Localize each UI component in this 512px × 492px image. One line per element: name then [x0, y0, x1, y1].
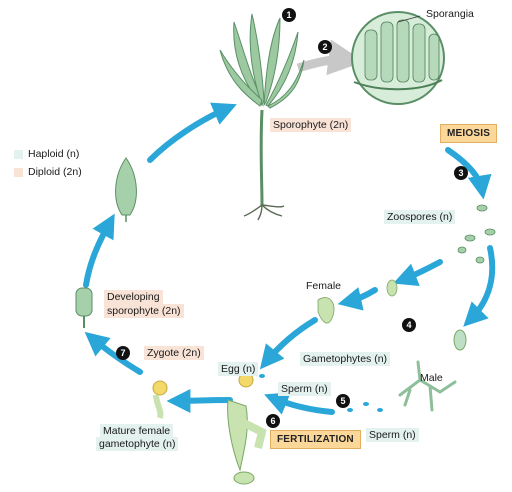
- step-5: 5: [336, 394, 350, 408]
- label-zygote: Zygote (2n): [144, 346, 204, 360]
- female-gametophyte-figure: [317, 279, 398, 324]
- label-sporophyte: Sporophyte (2n): [270, 118, 352, 132]
- label-meiosis: MEIOSIS: [440, 124, 498, 143]
- step-3: 3: [454, 166, 468, 180]
- zygote-figure: [152, 380, 168, 419]
- arrow-female-to-egg: [259, 317, 318, 370]
- label-sporangia: Sporangia: [426, 8, 474, 20]
- arrow-zoospores-down-right: [463, 245, 496, 327]
- sporangia-closeup: [351, 11, 445, 105]
- label-egg: Egg (n): [218, 362, 259, 376]
- step-4: 4: [402, 318, 416, 332]
- label-zoospores: Zoospores (n): [384, 210, 456, 224]
- mature-female-figure: [227, 372, 267, 485]
- step-1: 1: [282, 8, 296, 22]
- developing-sporophyte-figure: [75, 287, 93, 328]
- step-6: 6: [266, 414, 280, 428]
- arrow-zygote-to-developing: [84, 331, 143, 375]
- label-male: Male: [420, 372, 443, 384]
- label-sperm-lower: Sperm (n): [366, 428, 419, 442]
- step-2: 2: [318, 40, 332, 54]
- arrow-female-left: [337, 287, 378, 311]
- arrow-male-to-egg: [264, 392, 335, 415]
- zoospores-figure: [457, 204, 496, 264]
- arrow-zoospores-to-female: [393, 259, 443, 287]
- sperm-figure: [259, 374, 383, 412]
- haploid-swatch: [14, 150, 23, 159]
- label-developing-1: Developing: [104, 290, 163, 304]
- arrow-meiosis-to-zoospores: [445, 147, 492, 200]
- legend-haploid: Haploid (n): [28, 148, 80, 160]
- arrow-egg-to-zygote: [166, 388, 233, 413]
- label-female: Female: [306, 280, 342, 292]
- young-sporophyte: [115, 157, 137, 222]
- male-gametophyte-figure: [398, 329, 467, 412]
- step-7: 7: [116, 346, 130, 360]
- arrow-developing-up: [83, 213, 115, 288]
- arrow-gametophyte-to-sporophyte: [147, 102, 237, 163]
- label-sperm-upper: Sperm (n): [278, 382, 331, 396]
- sporophyte-kelp: [219, 13, 305, 221]
- cycle-arrows: [83, 102, 496, 415]
- diploid-swatch: [14, 168, 23, 177]
- legend-diploid: Diploid (2n): [28, 166, 82, 178]
- arrow-sporophyte-to-sporangia: [296, 39, 365, 76]
- label-developing-2: sporophyte (2n): [104, 304, 184, 318]
- label-mature-female-2: gametophyte (n): [96, 437, 179, 451]
- label-gametophytes: Gametophytes (n): [300, 352, 391, 366]
- label-mature-female-1: Mature female: [100, 424, 174, 438]
- label-fertilization: FERTILIZATION: [270, 430, 361, 449]
